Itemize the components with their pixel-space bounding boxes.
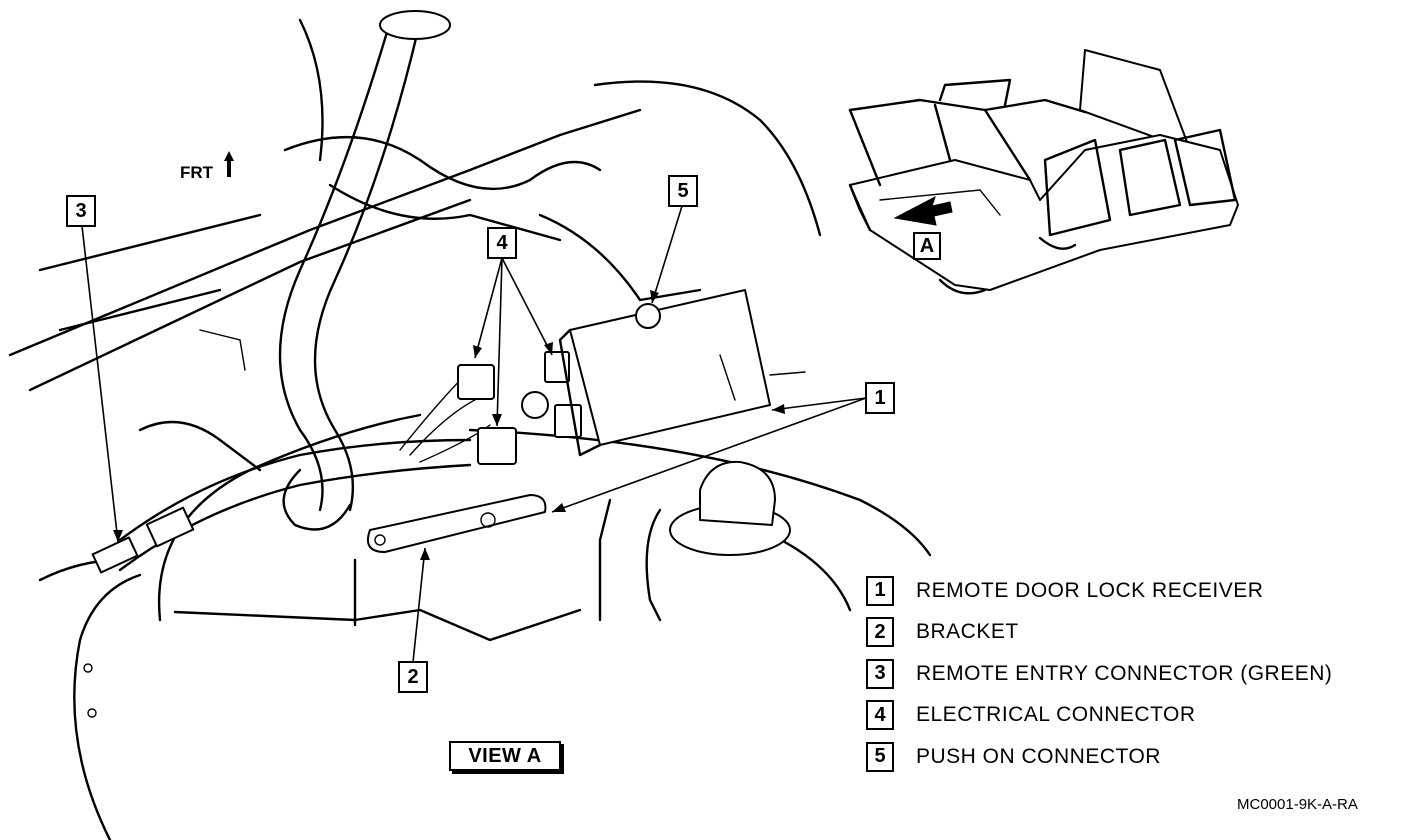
legend-label: ELECTRICAL CONNECTOR [916,703,1196,727]
callout-4: 4 [487,227,517,259]
strut-tower [645,460,791,622]
front-orientation-label: FRT [180,163,214,182]
callout-2: 2 [398,661,428,693]
remote-entry-connector [91,506,195,574]
legend-label: BRACKET [916,620,1019,644]
legend: 1 REMOTE DOOR LOCK RECEIVER 2 BRACKET 3 … [866,570,1386,778]
frt-arrow-icon [224,151,234,177]
inset-view-arrow-icon [893,195,953,226]
figure-code: MC0001-9K-A-RA [1237,796,1358,813]
legend-number: 2 [866,617,894,648]
legend-number: 3 [866,658,894,689]
legend-item: 1 REMOTE DOOR LOCK RECEIVER [866,570,1386,612]
callout-2-number: 2 [407,666,418,688]
view-label: VIEW A [449,741,561,771]
legend-label: PUSH ON CONNECTOR [916,744,1161,768]
receiver-module [558,289,806,457]
callout-1-number: 1 [874,387,885,409]
legend-item: 3 REMOTE ENTRY CONNECTOR (GREEN) [866,653,1386,695]
inset-view-label: A [920,235,934,257]
callout-3-number: 3 [75,200,86,222]
legend-item: 5 PUSH ON CONNECTOR [866,736,1386,778]
leader-lines [81,205,867,663]
callout-5-number: 5 [677,180,688,202]
push-on-connector [635,303,661,329]
callout-5: 5 [668,175,698,207]
legend-number: 4 [866,700,894,731]
legend-number: 5 [866,741,894,772]
body-structure [8,18,932,840]
wiring-harness [118,10,491,572]
vehicle-inset: A [848,49,1239,295]
callout-1: 1 [865,382,895,414]
legend-number: 1 [866,575,894,606]
electrical-connectors [457,351,582,465]
legend-item: 4 ELECTRICAL CONNECTOR [866,695,1386,737]
legend-item: 2 BRACKET [866,612,1386,654]
legend-label: REMOTE ENTRY CONNECTOR (GREEN) [916,661,1333,685]
bracket [366,494,547,553]
callout-4-number: 4 [496,232,508,254]
legend-label: REMOTE DOOR LOCK RECEIVER [916,578,1264,602]
callout-3: 3 [66,195,96,227]
